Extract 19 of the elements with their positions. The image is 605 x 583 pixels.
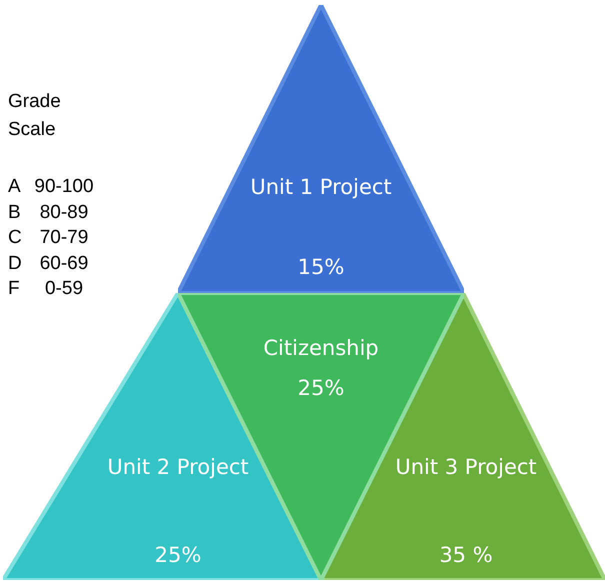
score-range: 60-69 — [38, 252, 90, 276]
score-range: 0-59 — [44, 277, 84, 301]
score-range: 70-79 — [38, 226, 90, 250]
grade-letter: C — [8, 226, 22, 250]
score-range: 90-100 — [33, 175, 95, 199]
grade-letter: B — [8, 200, 21, 224]
legend-heading: Grade Scale — [8, 90, 62, 142]
triangle-title: Unit 1 Project — [249, 174, 393, 201]
grade-letter: F — [8, 277, 20, 301]
grade-letter: D — [8, 252, 22, 276]
percentage-text: 35 % — [438, 542, 494, 569]
triangle-title: Citizenship — [262, 335, 380, 362]
percentage-text: 15% — [296, 254, 346, 281]
percentage-text: 25% — [154, 542, 202, 569]
triangle-title: Unit 3 Project — [394, 454, 538, 481]
grade-letter: A — [8, 175, 21, 199]
score-range: 80-89 — [38, 200, 90, 224]
triangle-title: Unit 2 Project — [106, 454, 250, 481]
percentage-text: 25% — [296, 375, 346, 402]
